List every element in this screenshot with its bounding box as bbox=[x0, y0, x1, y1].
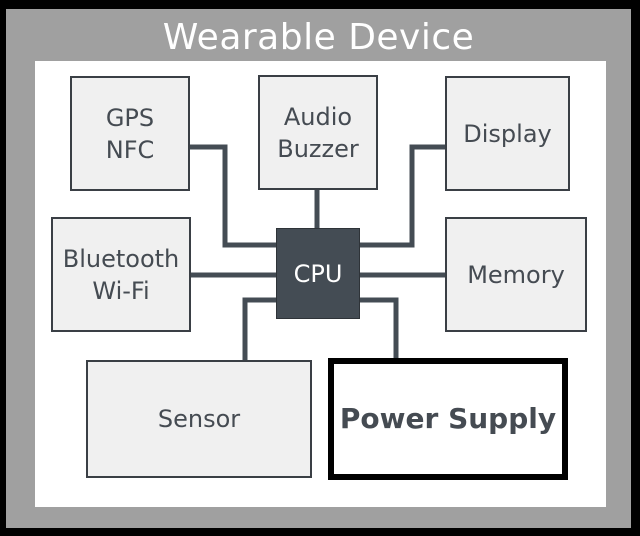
memory-box: Memory bbox=[445, 217, 587, 332]
gps-nfc-box: GPS NFC bbox=[70, 76, 190, 191]
wire-gps-cpu bbox=[188, 144, 278, 248]
power-supply-label: Power Supply bbox=[339, 402, 557, 435]
sensor-box: Sensor bbox=[86, 360, 312, 478]
diagram-title: Wearable Device bbox=[162, 17, 475, 58]
wire-power-cpu bbox=[358, 297, 399, 358]
display-label: Display bbox=[463, 119, 552, 148]
audio-buzzer-box: Audio Buzzer bbox=[258, 75, 378, 190]
gps-nfc-label: GPS NFC bbox=[105, 103, 155, 164]
wire-display-cpu bbox=[358, 144, 447, 248]
wire-sensor-cpu bbox=[242, 297, 278, 361]
power-supply-box: Power Supply bbox=[328, 358, 568, 480]
audio-buzzer-label: Audio Buzzer bbox=[277, 102, 359, 163]
sensor-label: Sensor bbox=[157, 405, 241, 433]
display-box: Display bbox=[445, 76, 570, 191]
bluetooth-wifi-box: Bluetooth Wi-Fi bbox=[51, 217, 191, 332]
cpu-label: CPU bbox=[293, 259, 343, 288]
memory-label: Memory bbox=[467, 260, 565, 289]
cpu-box: CPU bbox=[276, 228, 360, 319]
bluetooth-wifi-label: Bluetooth Wi-Fi bbox=[62, 244, 180, 305]
